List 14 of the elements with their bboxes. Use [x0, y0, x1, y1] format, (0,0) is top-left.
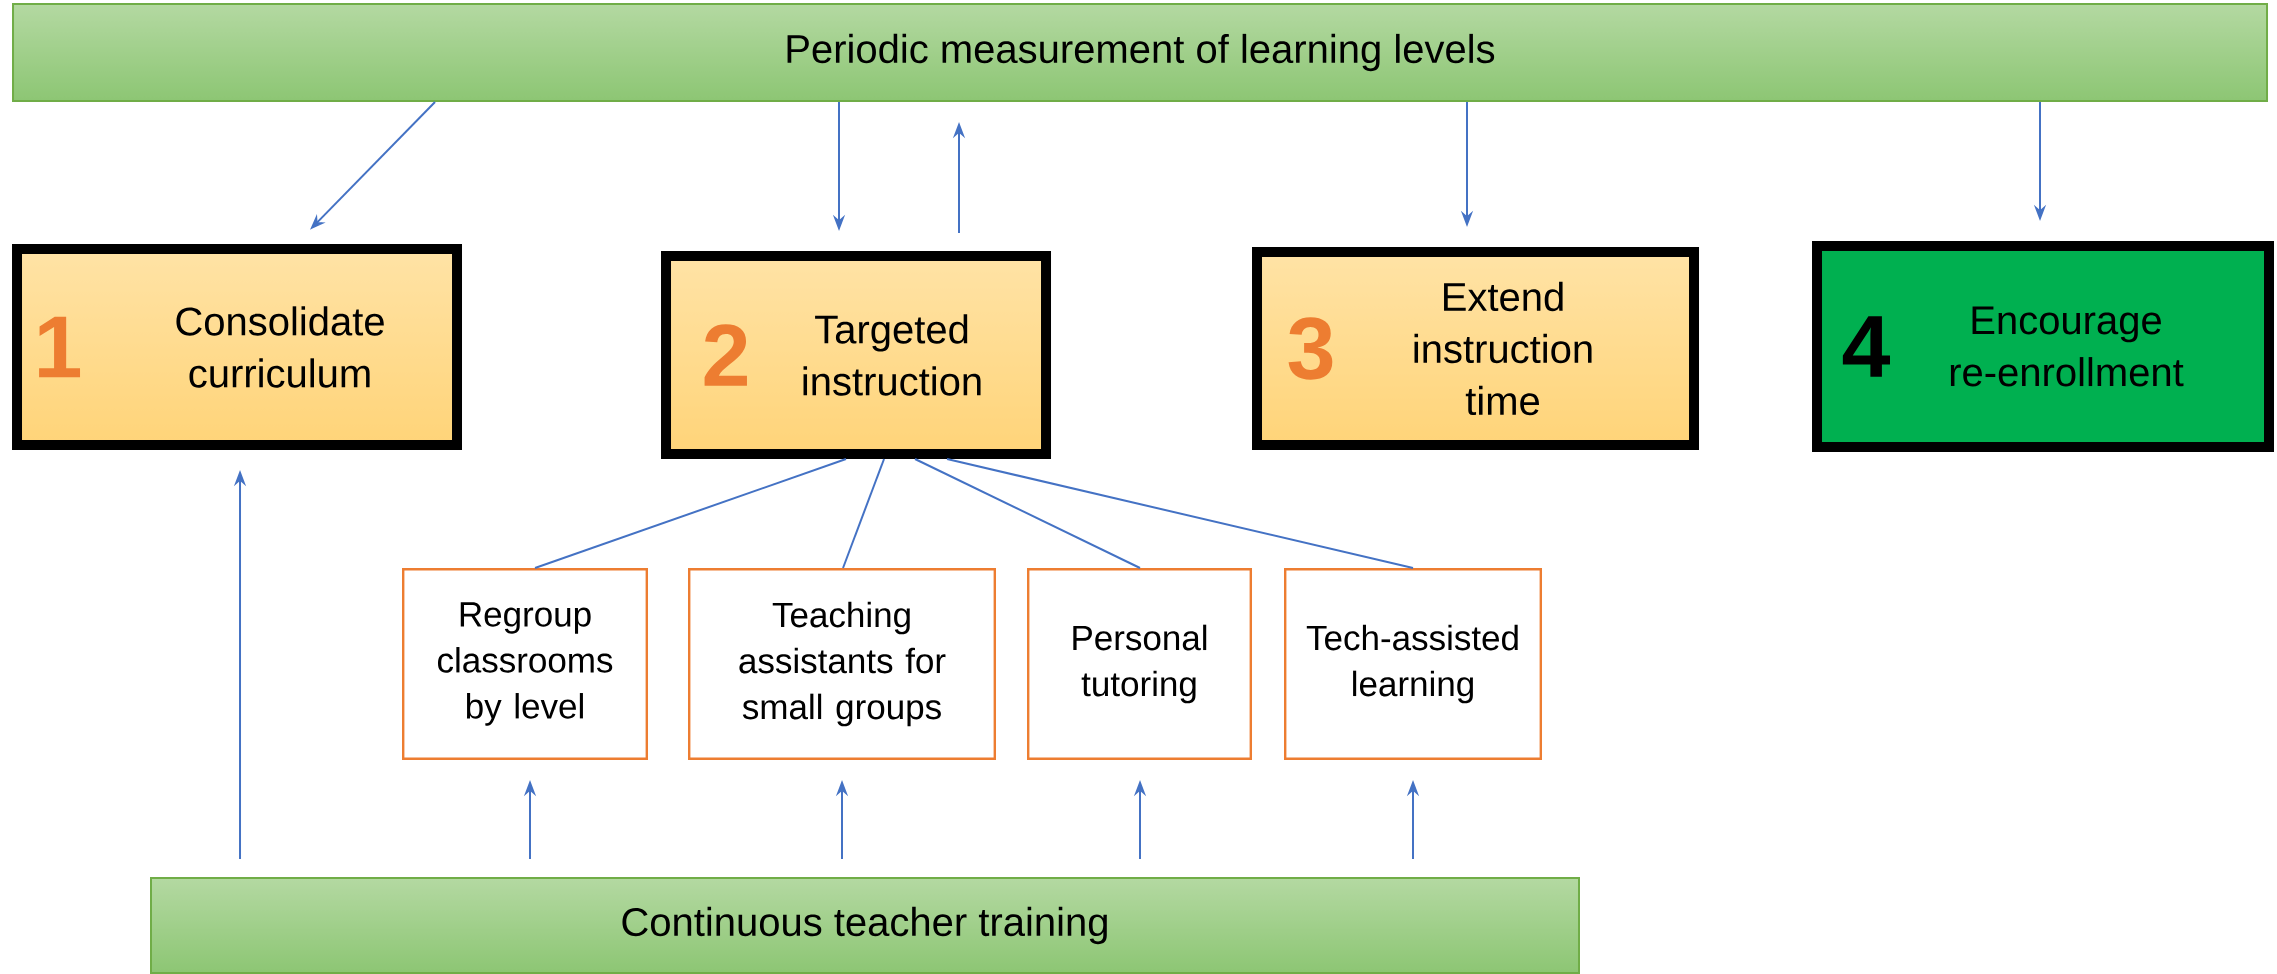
method-box: Teaching assistants for small groups	[688, 568, 996, 760]
connector-line	[946, 458, 1414, 569]
banner-box: Periodic measurement of learning levels	[12, 3, 2268, 102]
method-box: Regroup classrooms by level	[402, 568, 648, 760]
step-box: 3 Extend instruction time	[1252, 247, 1699, 450]
connector-line	[914, 458, 1141, 569]
banner-box: Continuous teacher training	[150, 877, 1580, 974]
method-box: Personal tutoring	[1027, 568, 1252, 760]
step-box: 1 Consolidate curriculum	[12, 244, 462, 450]
step-box: 4 Encourage re-enrollment	[1812, 241, 2274, 452]
step-box: 2 Targeted instruction	[661, 251, 1051, 459]
connector-line	[534, 458, 847, 569]
method-box: Tech-assisted learning	[1284, 568, 1542, 760]
connector-line	[842, 458, 885, 569]
